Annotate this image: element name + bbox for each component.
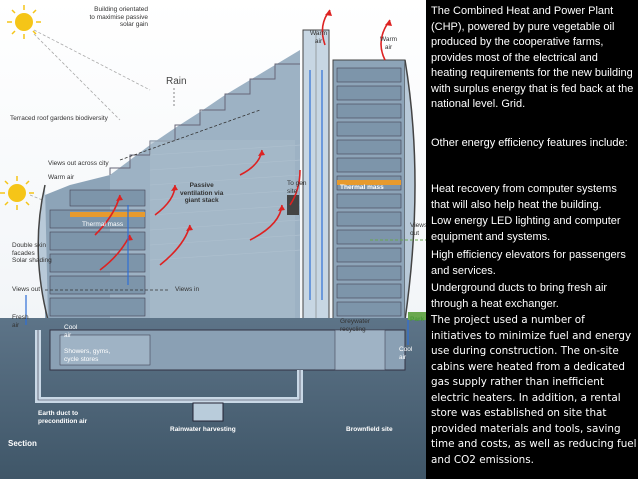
label-rain: Rain xyxy=(166,76,187,87)
label-views-out-left: Views out xyxy=(12,286,41,293)
label-warm-air-left: Warm air xyxy=(48,174,75,181)
label-building-orientated: Building orientated to maximise passive … xyxy=(89,6,148,28)
panel-paragraph-led: Low energy LED lighting and computer equ… xyxy=(431,215,621,243)
central-stack xyxy=(287,29,330,331)
panel-paragraph-heat-recovery: Heat recovery from computer systems that… xyxy=(431,183,617,211)
label-warm-air-top1: Warm air xyxy=(310,30,328,45)
panel-paragraph-construction: The project used a number of initiatives… xyxy=(431,314,637,466)
section-diagram: Building orientated to maximise passive … xyxy=(0,0,426,479)
label-views-out-city: Views out across city xyxy=(48,160,109,167)
panel-paragraph-features-intro: Other energy efficiency features include… xyxy=(431,137,628,149)
label-double-skin: Double skin facades Solar shading xyxy=(12,242,52,264)
sun-icon-left xyxy=(0,176,34,210)
label-passive-ventilation: Passive ventilation via giant stack xyxy=(180,182,224,204)
label-rainwater: Rainwater harvesting xyxy=(170,426,236,433)
panel-paragraph-elevators: High efficiency elevators for passengers… xyxy=(431,249,626,277)
label-greywater: Greywater recycling xyxy=(340,318,370,333)
label-terraced-roof: Terraced roof gardens biodiversity xyxy=(10,115,108,122)
label-fresh-air: Fresh air xyxy=(12,314,29,329)
building-section-drawing xyxy=(0,0,426,479)
label-earth-duct: Earth duct to precondition air xyxy=(38,410,88,425)
text-panel: The Combined Heat and Power Plant (CHP),… xyxy=(426,0,638,479)
label-showers: Showers, gyms, cycle stores xyxy=(64,348,111,363)
label-brownfield: Brownfield site xyxy=(346,426,393,433)
label-thermal-mass-right: Thermal mass xyxy=(340,184,384,191)
sun-icon-top xyxy=(7,5,41,39)
label-cool-air-left: Cool air xyxy=(64,324,78,339)
label-section: Section xyxy=(8,439,37,448)
right-tower xyxy=(332,59,416,321)
left-facade xyxy=(37,184,146,321)
rainwater-tank xyxy=(192,402,224,422)
label-views-in: Views in xyxy=(175,286,200,293)
label-to-gen-site: To gen site xyxy=(287,180,307,195)
panel-paragraph-ducts: Underground ducts to bring fresh air thr… xyxy=(431,282,608,310)
label-warm-air-top2: Warm air xyxy=(380,36,398,51)
panel-paragraph-chp: The Combined Heat and Power Plant (CHP),… xyxy=(431,5,634,110)
label-cool-air-right: Cool air xyxy=(399,346,413,361)
label-thermal-mass-left: Thermal mass xyxy=(82,221,124,228)
label-views-out-right: Views out xyxy=(410,222,426,237)
label-park: Park xyxy=(410,316,425,323)
